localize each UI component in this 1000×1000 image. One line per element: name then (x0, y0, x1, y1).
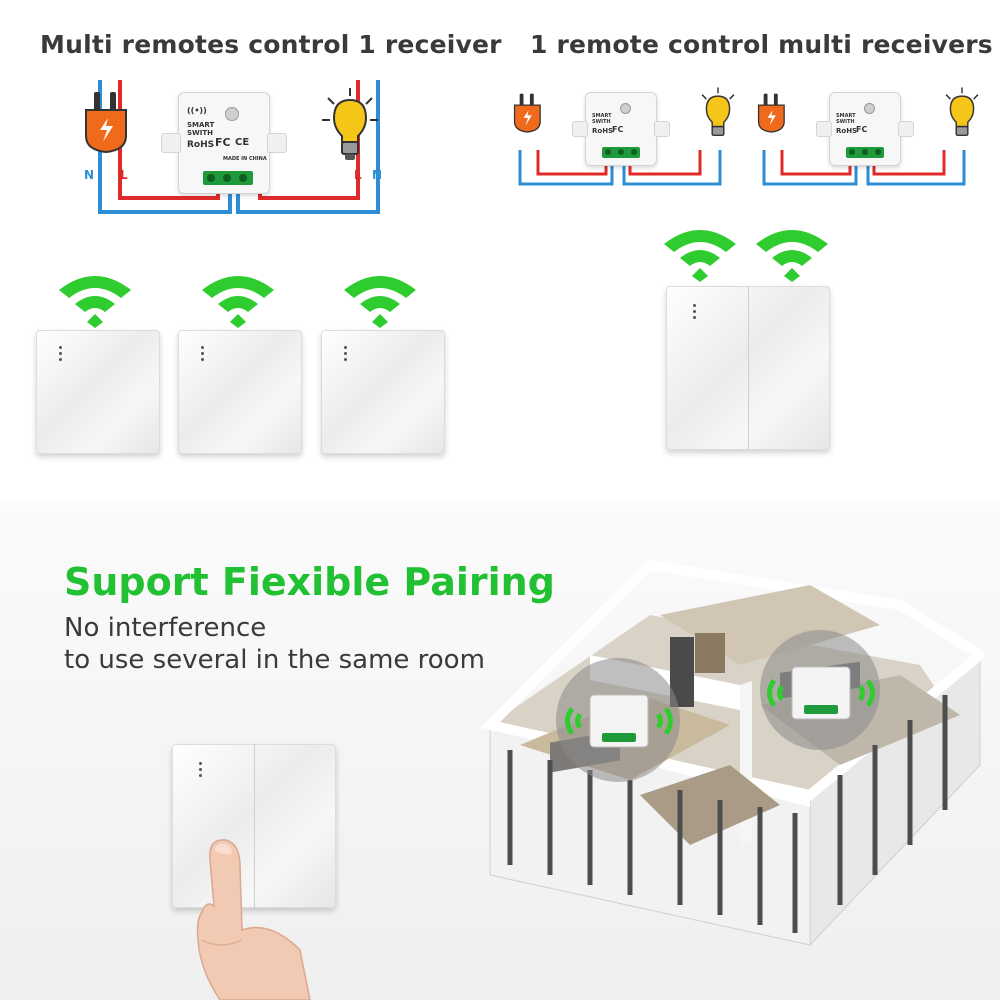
bulb-icon (322, 88, 378, 160)
wifi-signal-icon: ((•)) (187, 106, 207, 115)
wall-switch-icon[interactable] (172, 744, 336, 908)
bulb-icon (945, 87, 979, 137)
right-wiring-diagram (518, 150, 966, 186)
apartment-illustration (480, 559, 985, 947)
promo-line-2: to use several in the same room (64, 645, 485, 675)
promo-title: Suport Fiexible Pairing (64, 560, 555, 604)
wifi-signal-icon (59, 276, 131, 328)
plug-icon (513, 93, 541, 133)
hand-icon (196, 839, 311, 1000)
wire-label-n-bulb: N (372, 168, 383, 182)
heading-multi-receivers: 1 remote control multi receivers (530, 30, 993, 59)
wifi-signal-icon (664, 230, 736, 282)
top-section (0, 0, 1000, 500)
promo-line-1: No interference (64, 613, 267, 643)
wire-label-l-bulb: L (354, 168, 362, 182)
wall-switch-icon[interactable] (321, 330, 445, 454)
plug-icon (757, 93, 785, 133)
wifi-signal-icon (756, 230, 828, 282)
wire-label-n: N (84, 168, 95, 182)
wifi-signal-icon (344, 276, 416, 328)
plug-icon (85, 92, 127, 154)
bulb-icon (701, 87, 735, 137)
heading-multi-remotes: Multi remotes control 1 receiver (40, 30, 502, 59)
wall-switch-icon[interactable] (36, 330, 160, 454)
wall-switch-icon[interactable] (666, 286, 830, 450)
wall-switch-icon[interactable] (178, 330, 302, 454)
wifi-signal-icon (202, 276, 274, 328)
wire-label-l: L (120, 168, 128, 182)
